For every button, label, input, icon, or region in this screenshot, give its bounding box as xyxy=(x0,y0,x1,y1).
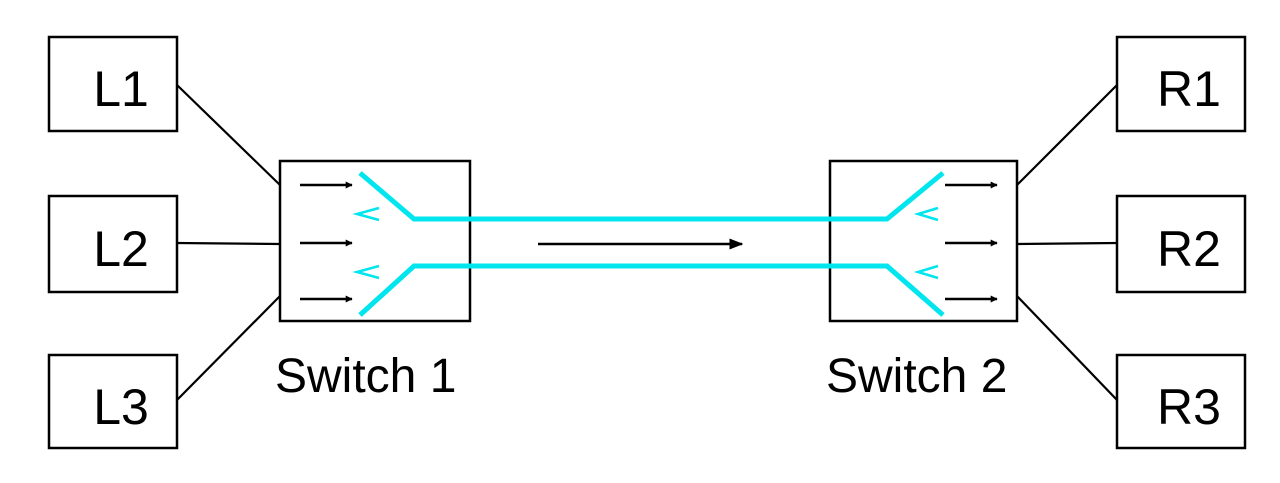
node-l3-label: L3 xyxy=(93,379,149,435)
switch-2-lower-chevron xyxy=(913,264,939,280)
wire-l1-switch1 xyxy=(176,84,281,186)
node-r2: R2 xyxy=(1115,194,1247,294)
tunnel xyxy=(358,171,945,317)
switch-1-upper-chevron xyxy=(352,206,380,222)
wire-l2-switch1 xyxy=(176,241,281,246)
switch-1-lower-chevron xyxy=(352,264,380,280)
node-l2-label: L2 xyxy=(93,221,149,277)
node-r3-label: R3 xyxy=(1157,379,1221,435)
node-r1-label: R1 xyxy=(1157,61,1221,117)
node-l2: L2 xyxy=(47,194,179,294)
switch-2-label: Switch 2 xyxy=(826,350,1007,403)
tunnel-upper-edge xyxy=(358,171,945,222)
node-l3: L3 xyxy=(47,353,179,450)
node-r3: R3 xyxy=(1115,353,1247,450)
node-r1: R1 xyxy=(1115,35,1247,133)
tunnel-lower-edge xyxy=(358,263,945,317)
wire-switch2-r2 xyxy=(1016,241,1118,246)
node-l1-label: L1 xyxy=(93,61,149,117)
switch-1-label: Switch 1 xyxy=(275,350,456,403)
node-l1: L1 xyxy=(47,35,179,133)
node-r2-label: R2 xyxy=(1157,221,1221,277)
wire-switch2-r1 xyxy=(1016,84,1118,186)
wire-l3-switch1 xyxy=(176,295,281,401)
wire-switch2-r3 xyxy=(1016,295,1118,401)
switch-2-upper-chevron xyxy=(913,206,939,222)
